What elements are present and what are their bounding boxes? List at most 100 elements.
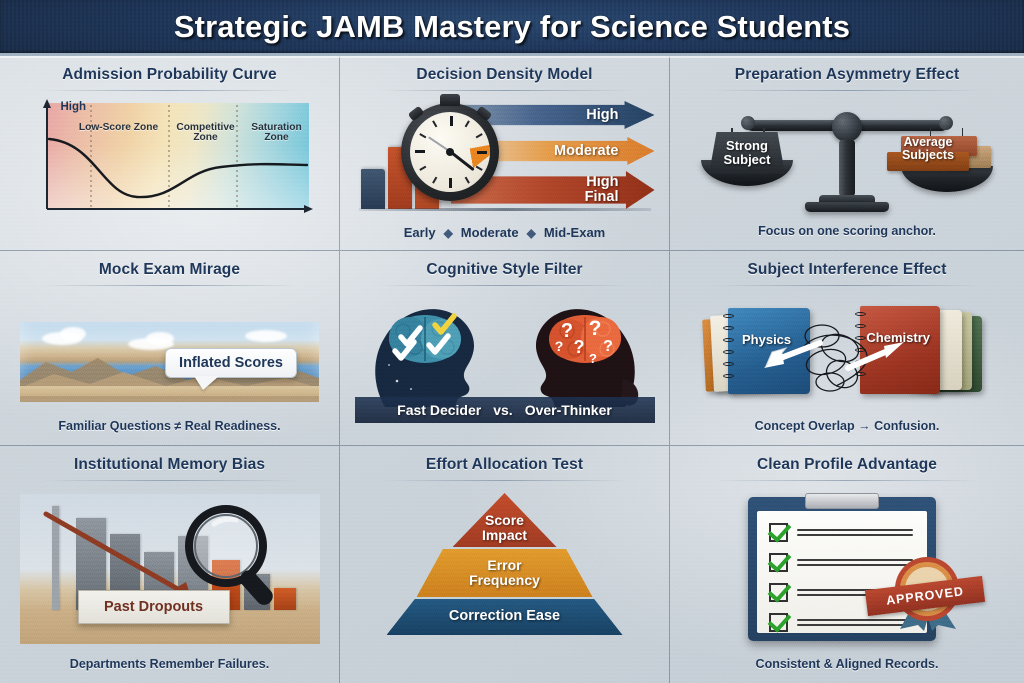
poster-header: Strategic JAMB Mastery for Science Stude… [0, 0, 1024, 56]
label-fast-decider: Fast Decider [397, 401, 482, 418]
panel-artwork: Strong Subject Average Subjects [670, 91, 1024, 224]
panel-artwork: APPROVED [670, 481, 1024, 657]
stopwatch-icon [400, 94, 499, 201]
stopwatch-ear-left [407, 105, 424, 122]
title-divider [40, 480, 299, 481]
scale-books-stack: Average Subjects [881, 134, 991, 174]
checklist-lines [797, 556, 913, 569]
panel-effort-allocation-test: Effort Allocation Test Score Impact Erro… [340, 446, 670, 683]
clipboard-clamp [805, 493, 879, 509]
arrow-high-final-label: High Final [584, 174, 619, 205]
brain-over [548, 314, 621, 363]
checkbox-checked-icon[interactable] [769, 582, 788, 602]
panel-artwork: Physics Chemistry [670, 286, 1024, 419]
book-label-chemistry: Chemistry [866, 329, 930, 345]
stage-separator-icon: ◆ [443, 225, 453, 240]
pyramid-tier-error-frequency: Error Frequency [416, 549, 593, 597]
title-divider [379, 480, 630, 481]
clipboard-paper [757, 511, 927, 633]
panel-caption [0, 238, 339, 250]
scale-label-average-subjects: Average Subjects [901, 134, 955, 163]
panel-artwork: Past Dropouts [0, 481, 339, 657]
pyramid-tier-2-label: Error Frequency [469, 557, 540, 588]
arrow-to-chemistry [845, 341, 904, 371]
checklist-lines [797, 586, 913, 599]
checkbox-checked-icon[interactable] [769, 552, 788, 572]
stopwatch-crown [439, 94, 460, 106]
checklist-row[interactable] [769, 551, 913, 573]
effort-pyramid: Score Impact Error Frequency Correction … [380, 487, 630, 637]
stopwatch-pin [445, 148, 454, 156]
scale-base-upper [819, 194, 875, 203]
panel-artwork: ? ? ? ? ? ? Fast Decider vs. Over-Thinke… [340, 286, 669, 433]
arrow-moderate-label: Moderate [554, 142, 619, 159]
panel-title: Preparation Asymmetry Effect [734, 66, 960, 83]
checklist-lines [797, 616, 913, 629]
panel-artwork: Inflated Scores [0, 286, 339, 419]
checklist-row[interactable] [769, 611, 913, 633]
arrow-high-label: High [586, 106, 619, 123]
panel-subject-interference-effect: Subject Interference Effect Physics [670, 251, 1024, 446]
panel-institutional-memory-bias: Institutional Memory Bias [0, 446, 340, 683]
stage-mid-exam: Mid-Exam [543, 225, 606, 240]
panel-caption: Consistent & Aligned Records. [755, 657, 939, 671]
svg-text:?: ? [588, 317, 601, 340]
head-over-thinker: ? ? ? ? ? ? [535, 308, 638, 407]
desert-mirage-illustration: Inflated Scores [20, 322, 319, 402]
inflated-scores-callout: Inflated Scores [165, 348, 297, 378]
panel-title: Institutional Memory Bias [73, 456, 266, 473]
head-fast-decider [374, 308, 474, 407]
scale-hub [832, 111, 862, 142]
svg-text:?: ? [589, 351, 597, 366]
stage-moderate: Moderate [460, 225, 519, 240]
page-title: Strategic JAMB Mastery for Science Stude… [173, 8, 851, 44]
panel-artwork: Score Impact Error Frequency Correction … [340, 481, 669, 643]
panel-artwork: High Low-Score Zone Competitive Zone Sat… [0, 91, 339, 238]
title-divider [712, 90, 982, 91]
title-divider [40, 90, 299, 91]
panel-cognitive-style-filter: Cognitive Style Filter [340, 251, 670, 446]
pyramid-tier-3-label: Correction Ease [448, 608, 561, 625]
title-divider [40, 285, 299, 286]
spiral-binding-left [723, 308, 734, 394]
panel-caption: Concept Overlap → Confusion. [754, 419, 940, 433]
svg-text:?: ? [573, 337, 584, 357]
panel-clean-profile-advantage: Clean Profile Advantage [670, 446, 1024, 683]
panel-title: Admission Probability Curve [62, 66, 277, 83]
panel-grid: Admission Probability Curve High Low-Sco… [0, 56, 1024, 683]
svg-text:?: ? [554, 338, 563, 354]
checkbox-checked-icon[interactable] [769, 522, 788, 542]
pyramid-tier-score-impact: Score Impact [452, 493, 557, 547]
panel-caption: Departments Remember Failures. [69, 657, 270, 671]
cognitive-heads-illustration: ? ? ? ? ? ? Fast Decider vs. Over-Thinke… [354, 297, 655, 423]
title-divider [379, 90, 630, 91]
panel-admission-probability-curve: Admission Probability Curve High Low-Sco… [0, 56, 340, 251]
magnifying-glass-icon [184, 505, 273, 605]
svg-text:?: ? [560, 320, 572, 342]
stopwatch-face [409, 112, 490, 192]
scale-knob-right [939, 115, 953, 130]
dropout-bar-7 [273, 588, 296, 610]
arrow-to-physics [764, 339, 823, 368]
panel-title: Decision Density Model [416, 66, 593, 83]
scale-knob-left [741, 115, 755, 130]
decision-stage-row: Early ◆ Moderate ◆ Mid-Exam [404, 225, 605, 250]
clipboard-checklist: APPROVED [722, 491, 986, 647]
zone-label-competitive: Competitive Zone [176, 121, 235, 144]
title-divider [379, 285, 630, 286]
pyramid-tier-correction-ease: Correction Ease [386, 599, 623, 635]
stage-separator-icon: ◆ [526, 225, 536, 240]
label-over-thinker: Over-Thinker [524, 401, 612, 418]
curve-svg [42, 98, 313, 213]
book-orange-lower [887, 151, 969, 171]
zone-label-saturation: Saturation Zone [251, 121, 302, 144]
checklist-row[interactable] [769, 581, 913, 603]
checkbox-checked-icon[interactable] [769, 612, 788, 632]
scale-base [805, 201, 889, 212]
panel-preparation-asymmetry-effect: Preparation Asymmetry Effect [670, 56, 1024, 251]
checklist-row[interactable] [769, 521, 913, 543]
book-red-upper [901, 135, 977, 156]
checklist-lines [797, 526, 913, 539]
panel-artwork: High Moderate High Final [340, 91, 669, 225]
